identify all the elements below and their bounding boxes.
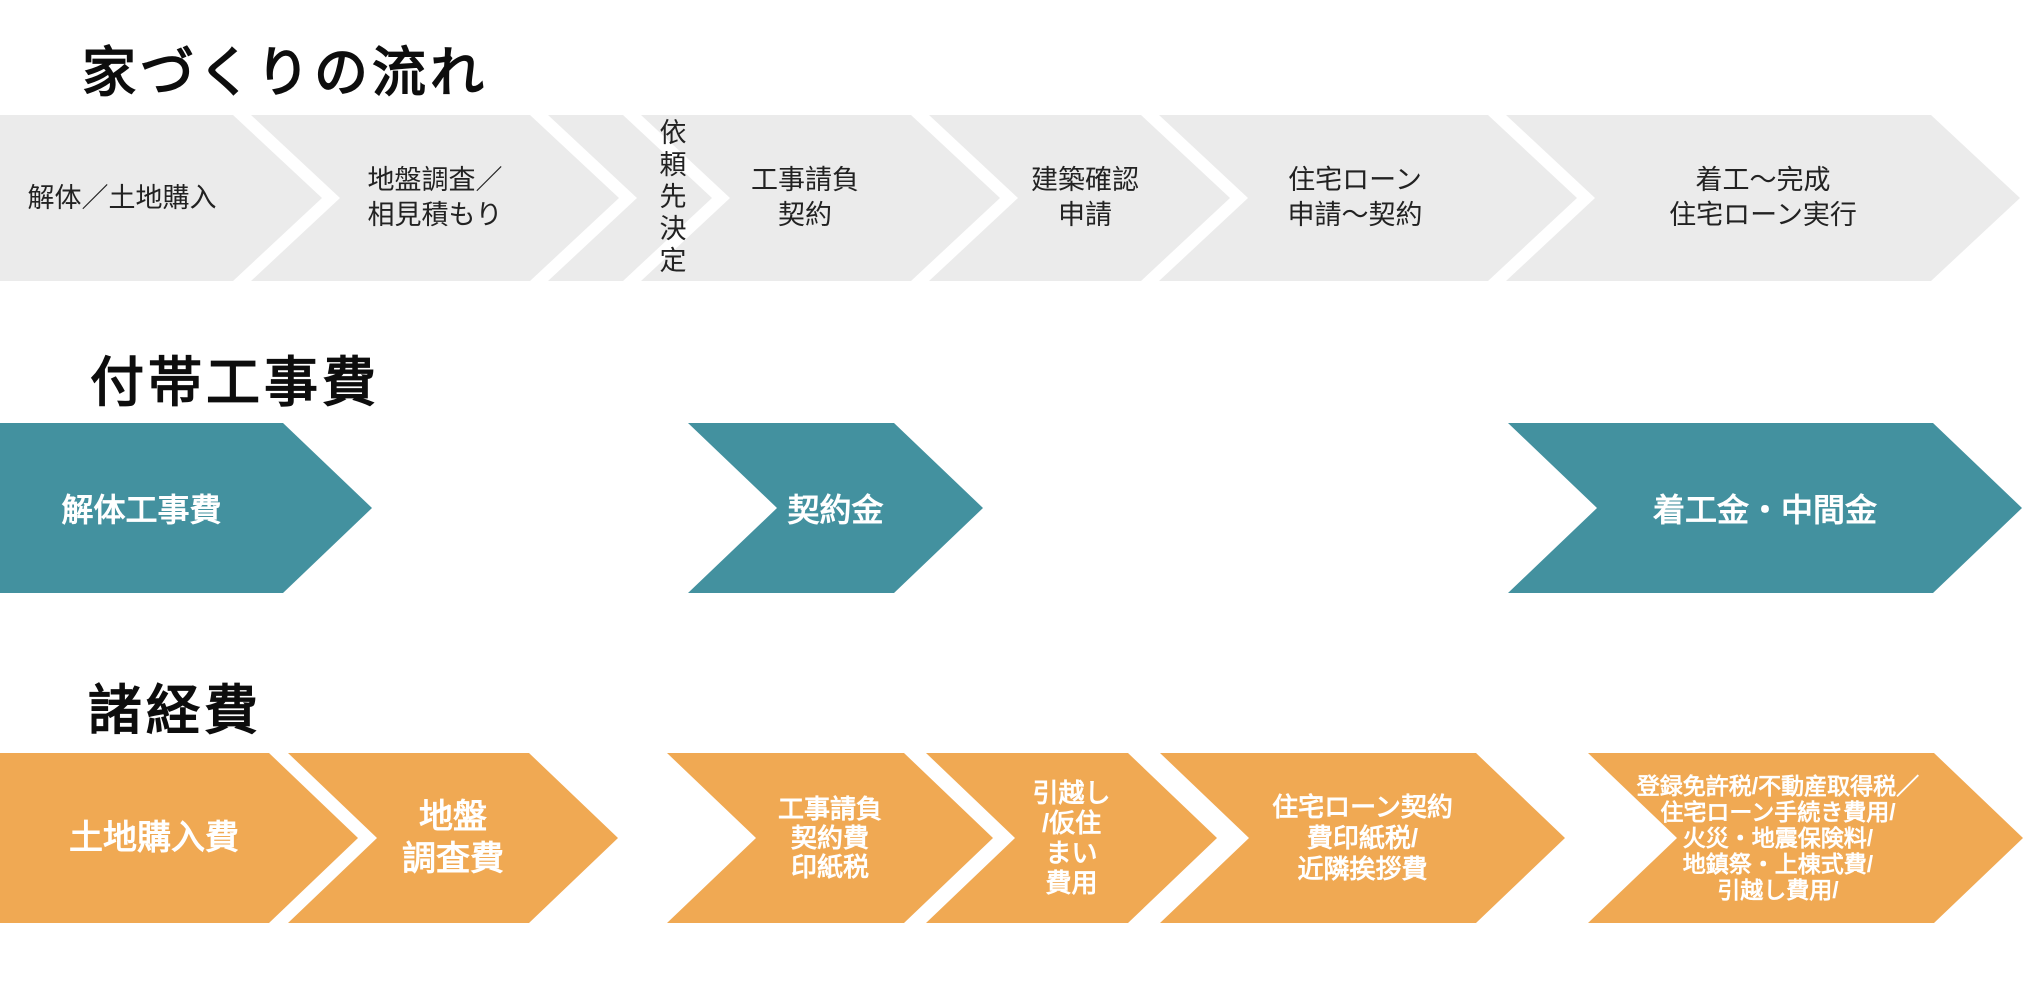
cost-arrow: 着工金・中間金 <box>1508 423 2022 593</box>
expense-arrow-label: 地盤 <box>419 798 487 836</box>
expense-arrow: 登録免許税/不動産取得税／ 住宅ローン手続き費用/ 火災・地震保険料/ 地鎮祭・… <box>1588 753 2023 923</box>
flow-step-label: 工事請負 契約 <box>751 165 859 230</box>
expense-arrow-label: 近隣挨拶費 <box>1297 853 1428 884</box>
flow-step-label: 着工～完成 住宅ローン実行 <box>1669 165 1857 230</box>
cost-arrow: 契約金 <box>688 423 983 593</box>
cost-arrow-label: 着工金・中間金 <box>1652 492 1877 528</box>
expense-arrow-label: 費印紙税/ <box>1306 822 1419 853</box>
expense-arrow-label: 火災・地震保険料/ <box>1682 825 1874 851</box>
expense-arrow-label: 引越し費用/ <box>1717 877 1839 903</box>
expense-arrow-label: 土地購入費 <box>69 819 239 857</box>
cost-arrow-label: 解体工事費 <box>61 492 222 528</box>
expense-arrow-label: 工事請負 <box>777 793 882 824</box>
expense-arrow: 土地購入費 <box>0 753 358 923</box>
expense-arrow-label: /仮住 <box>1041 808 1102 838</box>
flow-step-label: 地盤調査／ 相見積もり <box>367 165 503 230</box>
expense-arrow: 住宅ローン契約 費印紙税/ 近隣挨拶費 <box>1160 753 1565 923</box>
flow-step-label: 解体／土地購入 <box>27 182 217 213</box>
expense-arrow-label: 住宅ローン契約 <box>1272 791 1453 822</box>
expense-arrow-label: 引越し <box>1032 778 1111 808</box>
expense-arrow-label: 地鎮祭・上棟式費/ <box>1682 851 1874 877</box>
cost-arrow: 解体工事費 <box>0 423 372 593</box>
expense-arrow: 工事請負 契約費 印紙税 <box>667 753 993 923</box>
flow-step-label-vertical: 依頼先決定 <box>655 118 686 278</box>
page-title: 家づくりの流れ <box>82 43 488 103</box>
section-heading-construction-costs: 付帯工事費 <box>90 353 380 413</box>
flow-step-label: 住宅ローン 申請～契約 <box>1287 165 1423 230</box>
expense-arrow-label: 調査費 <box>402 840 504 878</box>
expense-arrow-label: まい <box>1045 838 1098 868</box>
expense-arrow-label: 登録免許税/不動産取得税／ <box>1636 773 1920 799</box>
expense-arrow-label: 費用 <box>1045 868 1098 898</box>
expense-arrow-label: 印紙税 <box>790 851 869 882</box>
flow-step-label: 建築確認 申請 <box>1031 165 1139 230</box>
expense-arrow-label: 契約費 <box>790 822 869 853</box>
cost-arrow-label: 契約金 <box>787 492 884 528</box>
expense-arrow-label: 住宅ローン手続き費用/ <box>1660 799 1896 825</box>
section-heading-misc-expenses: 諸経費 <box>88 681 262 741</box>
